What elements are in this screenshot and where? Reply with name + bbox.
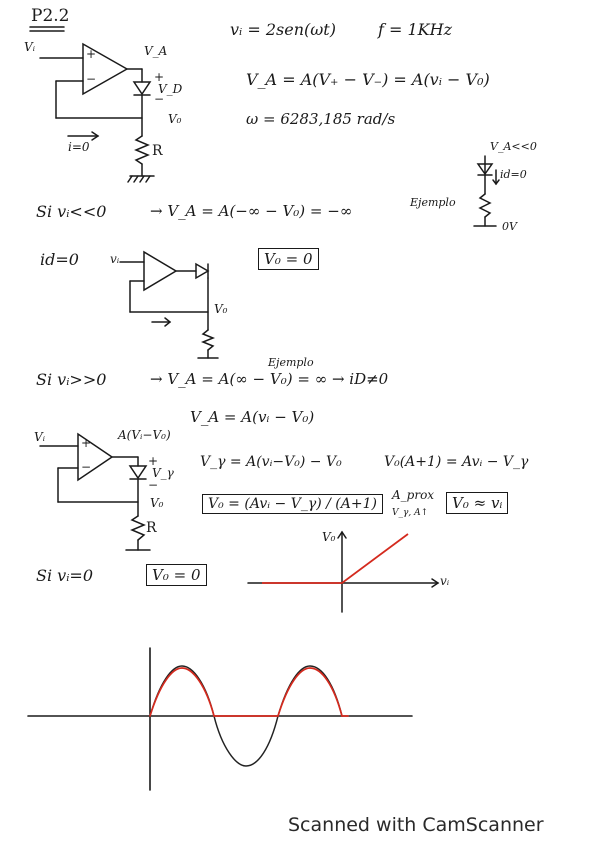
given-vi: vᵢ = 2sen(ωt) [230,20,336,39]
c3-r-label: R [146,520,157,536]
case-pos-cond: Si vᵢ>>0 [36,370,107,389]
eq-va: V_A = A(V₊ − V₋) = A(vᵢ − V₀) [246,70,490,89]
case-pos-example: Ejemplo [268,356,314,369]
input-sine [149,665,343,767]
c1-vd-plus: + [154,70,165,84]
scanner-watermark: Scanned with CamScanner [288,814,544,836]
opamp1-symbol [82,42,129,96]
c2-vo-label: V₀ [214,302,228,316]
resistor3 [130,515,146,541]
c1-vi-label: Vᵢ [24,40,36,54]
eq-vgamma: V_γ = A(vᵢ−V₀) − V₀ [200,454,342,470]
c3-vg-plus: + [148,454,159,468]
note-id: id=0 [500,168,527,181]
problem-label: P2.2 [31,6,70,26]
c3-va-label: A(Vᵢ−V₀) [118,428,171,442]
case-neg-example: Ejemplo [410,196,456,209]
c1-plus: + [86,47,97,61]
c3-vi-label: Vᵢ [34,430,46,444]
c1-r-label: R [152,143,163,159]
case-zero-cond: Si vᵢ=0 [36,566,94,585]
transfer-x-label: vᵢ [440,574,450,588]
c3-vo-label: V₀ [150,496,164,510]
c1-vd-label: V_D [158,82,183,96]
eq-vo-factored: V₀(A+1) = Avᵢ − V_γ [384,454,529,470]
given-frequency: f = 1KHz [378,20,453,39]
diode3-symbol [128,465,148,480]
c1-vd-minus: − [154,92,165,106]
boxed-vo-formula: V₀ = (Avᵢ − V_γ) / (A+1) [202,494,383,514]
note-va-cond: V_A<<0 [490,140,537,153]
diode1-symbol [132,81,152,96]
opamp2-symbol [143,250,178,292]
resistor-note [478,193,492,218]
c3-minus: − [81,460,92,474]
c3-vg-label: V_γ [152,466,174,480]
resistor1 [134,135,150,165]
c1-vo-label: V₀ [168,112,182,126]
case-neg-cond: Si vᵢ<<0 [36,202,107,221]
approx-condition: V_γ, A↑ [392,508,429,518]
c2-vi-label: vᵢ [110,252,120,266]
approx-label: A_prox [392,488,435,502]
transfer-curve [262,533,409,584]
opamp3-symbol [77,432,114,482]
case-pos-va-eq: V_A = A(vᵢ − V₀) [190,408,315,426]
boxed-vo-zero-2: V₀ = 0 [146,564,207,586]
c1-va-label: V_A [144,44,168,58]
diode2-symbol [195,262,210,280]
c1-minus: − [86,72,97,86]
note-0v: 0V [502,220,517,233]
c1-current-label: i=0 [68,140,90,154]
resistor2 [200,329,216,351]
boxed-vo-approx: V₀ ≈ vᵢ [446,492,509,514]
eq-omega: ω = 6283,185 rad/s [246,110,396,128]
case-neg-id: id=0 [40,250,79,269]
case-neg-result: → V_A = A(−∞ − V₀) = −∞ [150,202,353,220]
case-pos-result: → V_A = A(∞ − V₀) = ∞ → iD≠0 [150,370,389,388]
c3-vg-minus: − [148,478,159,492]
transfer-y-label: V₀ [322,530,336,544]
boxed-vo-zero-1: V₀ = 0 [258,248,319,270]
output-halfwave [149,667,349,717]
c3-plus: + [81,436,92,450]
